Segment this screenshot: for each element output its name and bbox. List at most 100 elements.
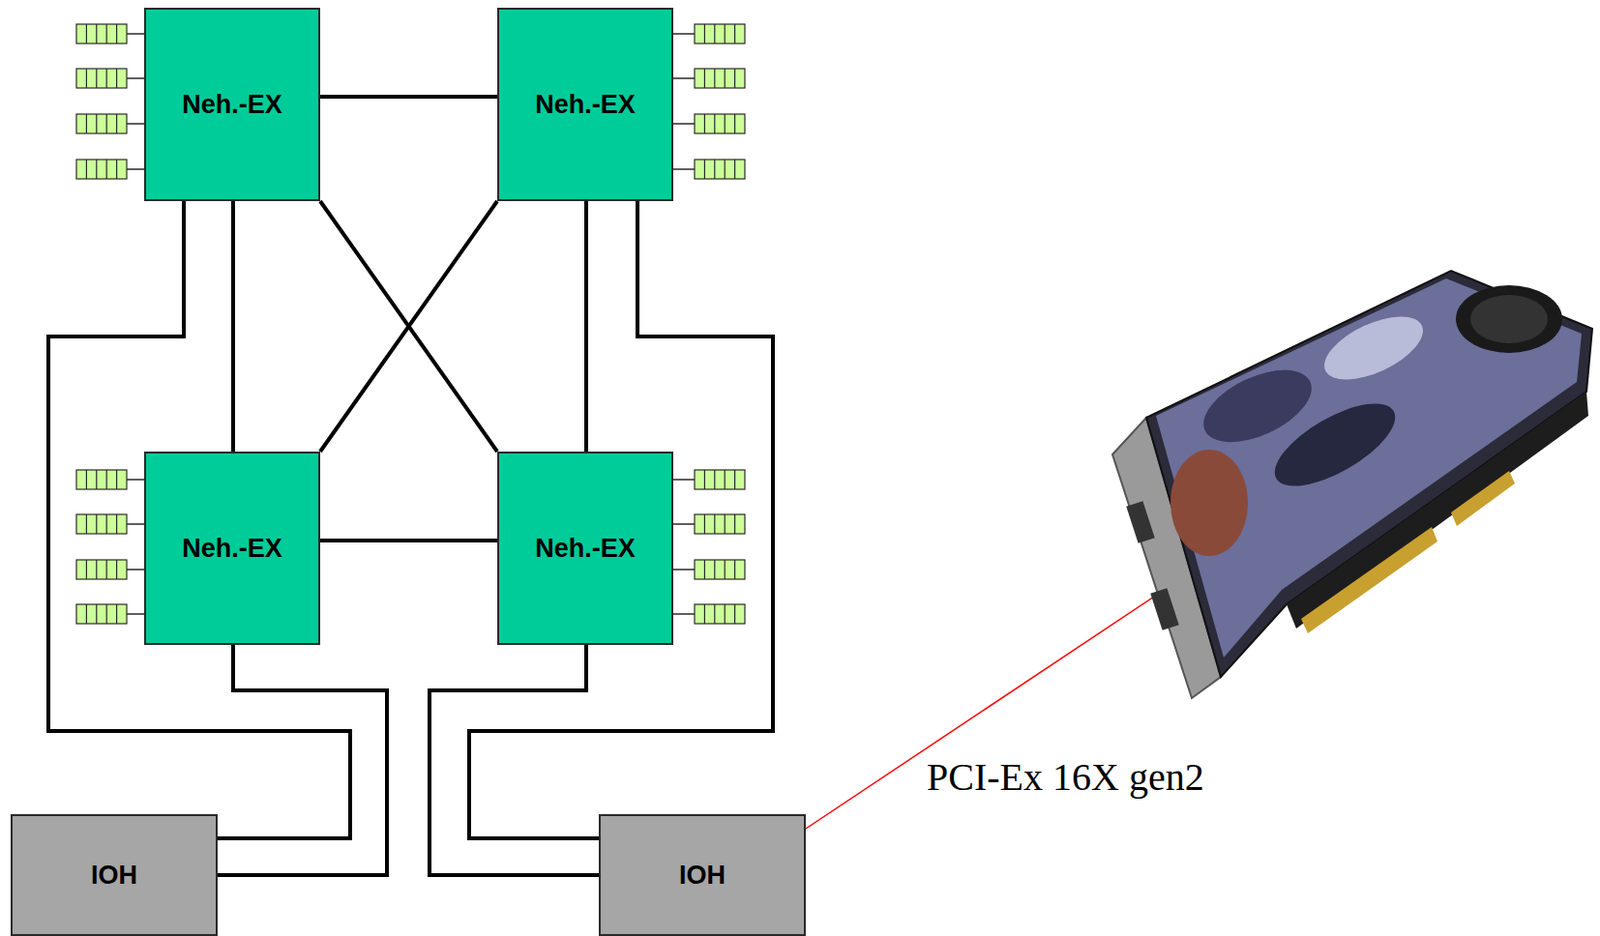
memory-link bbox=[126, 613, 145, 616]
memory-chip-divider bbox=[116, 470, 118, 490]
memory-chip-divider bbox=[704, 560, 706, 580]
memory-chip-divider bbox=[713, 114, 715, 134]
memory-chip-divider bbox=[704, 114, 706, 134]
node-label: Neh.-EX bbox=[534, 89, 636, 120]
interconnect-link bbox=[217, 645, 387, 876]
memory-link bbox=[673, 568, 695, 571]
memory-chip-divider bbox=[86, 24, 88, 44]
node-label: IOH bbox=[679, 860, 726, 891]
memory-chip-divider bbox=[116, 514, 118, 534]
memory-chip-divider bbox=[713, 159, 715, 179]
memory-chip-divider bbox=[713, 470, 715, 490]
memory-chip-divider bbox=[106, 470, 108, 490]
memory-module bbox=[76, 514, 127, 534]
memory-chip-divider bbox=[724, 24, 726, 44]
io-hub-box: IOH bbox=[10, 814, 218, 936]
memory-chip-divider bbox=[106, 604, 108, 624]
memory-chip-divider bbox=[713, 68, 715, 89]
memory-chip-divider bbox=[724, 470, 726, 490]
interconnect-link bbox=[48, 201, 351, 839]
memory-module bbox=[76, 470, 127, 490]
memory-module bbox=[694, 24, 745, 44]
memory-chip-divider bbox=[704, 24, 706, 44]
memory-module bbox=[76, 604, 127, 624]
memory-link bbox=[673, 478, 695, 481]
node-label: Neh.-EX bbox=[181, 533, 283, 564]
memory-chip-divider bbox=[106, 24, 108, 44]
interconnect-link bbox=[584, 201, 589, 452]
memory-chip-divider bbox=[106, 68, 108, 89]
memory-link bbox=[673, 32, 695, 35]
memory-chip-divider bbox=[734, 159, 736, 179]
memory-chip-divider bbox=[86, 68, 88, 89]
memory-chip-divider bbox=[734, 514, 736, 534]
memory-module bbox=[694, 68, 745, 89]
memory-module bbox=[76, 560, 127, 580]
memory-chip-divider bbox=[95, 114, 97, 134]
memory-chip-divider bbox=[734, 604, 736, 624]
memory-module bbox=[76, 68, 127, 89]
memory-chip-divider bbox=[704, 68, 706, 89]
memory-chip-divider bbox=[734, 114, 736, 134]
memory-link bbox=[673, 523, 695, 526]
memory-chip-divider bbox=[734, 24, 736, 44]
interconnect-link bbox=[320, 538, 498, 543]
memory-chip-divider bbox=[713, 560, 715, 580]
memory-chip-divider bbox=[86, 159, 88, 179]
memory-chip-divider bbox=[734, 560, 736, 580]
memory-chip-divider bbox=[95, 560, 97, 580]
memory-chip-divider bbox=[713, 604, 715, 624]
memory-chip-divider bbox=[106, 114, 108, 134]
memory-link bbox=[126, 32, 145, 35]
node-label: Neh.-EX bbox=[181, 89, 283, 120]
memory-module bbox=[694, 514, 745, 534]
memory-chip-divider bbox=[734, 68, 736, 89]
memory-link bbox=[126, 568, 145, 571]
memory-module bbox=[76, 159, 127, 179]
memory-chip-divider bbox=[724, 114, 726, 134]
interconnect-link bbox=[429, 645, 599, 876]
memory-chip-divider bbox=[116, 68, 118, 89]
memory-chip-divider bbox=[724, 604, 726, 624]
processor-box: Neh.-EX bbox=[144, 451, 321, 646]
memory-chip-divider bbox=[95, 470, 97, 490]
memory-link bbox=[673, 77, 695, 80]
memory-chip-divider bbox=[724, 68, 726, 89]
memory-chip-divider bbox=[95, 159, 97, 179]
memory-chip-divider bbox=[106, 159, 108, 179]
memory-module bbox=[694, 604, 745, 624]
graphics-card bbox=[1112, 270, 1593, 699]
memory-module bbox=[694, 159, 745, 179]
node-label: Neh.-EX bbox=[534, 533, 636, 564]
processor-box: Neh.-EX bbox=[497, 7, 674, 202]
memory-chip-divider bbox=[704, 604, 706, 624]
memory-chip-divider bbox=[106, 514, 108, 534]
memory-chip-divider bbox=[724, 560, 726, 580]
memory-link bbox=[126, 122, 145, 125]
io-hub-box: IOH bbox=[598, 814, 806, 936]
memory-link bbox=[126, 523, 145, 526]
memory-link bbox=[126, 77, 145, 80]
memory-chip-divider bbox=[86, 114, 88, 134]
memory-module bbox=[76, 114, 127, 134]
node-label: IOH bbox=[90, 860, 138, 891]
memory-link bbox=[126, 168, 145, 171]
interconnect-link bbox=[231, 201, 236, 452]
memory-chip-divider bbox=[116, 604, 118, 624]
memory-module bbox=[694, 560, 745, 580]
interconnect-link bbox=[469, 201, 773, 839]
memory-chip-divider bbox=[116, 560, 118, 580]
memory-chip-divider bbox=[95, 24, 97, 44]
memory-chip-divider bbox=[713, 24, 715, 44]
memory-link bbox=[673, 168, 695, 171]
memory-chip-divider bbox=[704, 514, 706, 534]
memory-module bbox=[76, 24, 127, 44]
memory-chip-divider bbox=[86, 604, 88, 624]
memory-module bbox=[694, 470, 745, 490]
memory-chip-divider bbox=[106, 560, 108, 580]
interconnect-link bbox=[320, 201, 498, 452]
interface-label: PCI-Ex 16X gen2 bbox=[926, 754, 1205, 800]
memory-chip-divider bbox=[95, 604, 97, 624]
memory-chip-divider bbox=[704, 470, 706, 490]
memory-chip-divider bbox=[86, 470, 88, 490]
